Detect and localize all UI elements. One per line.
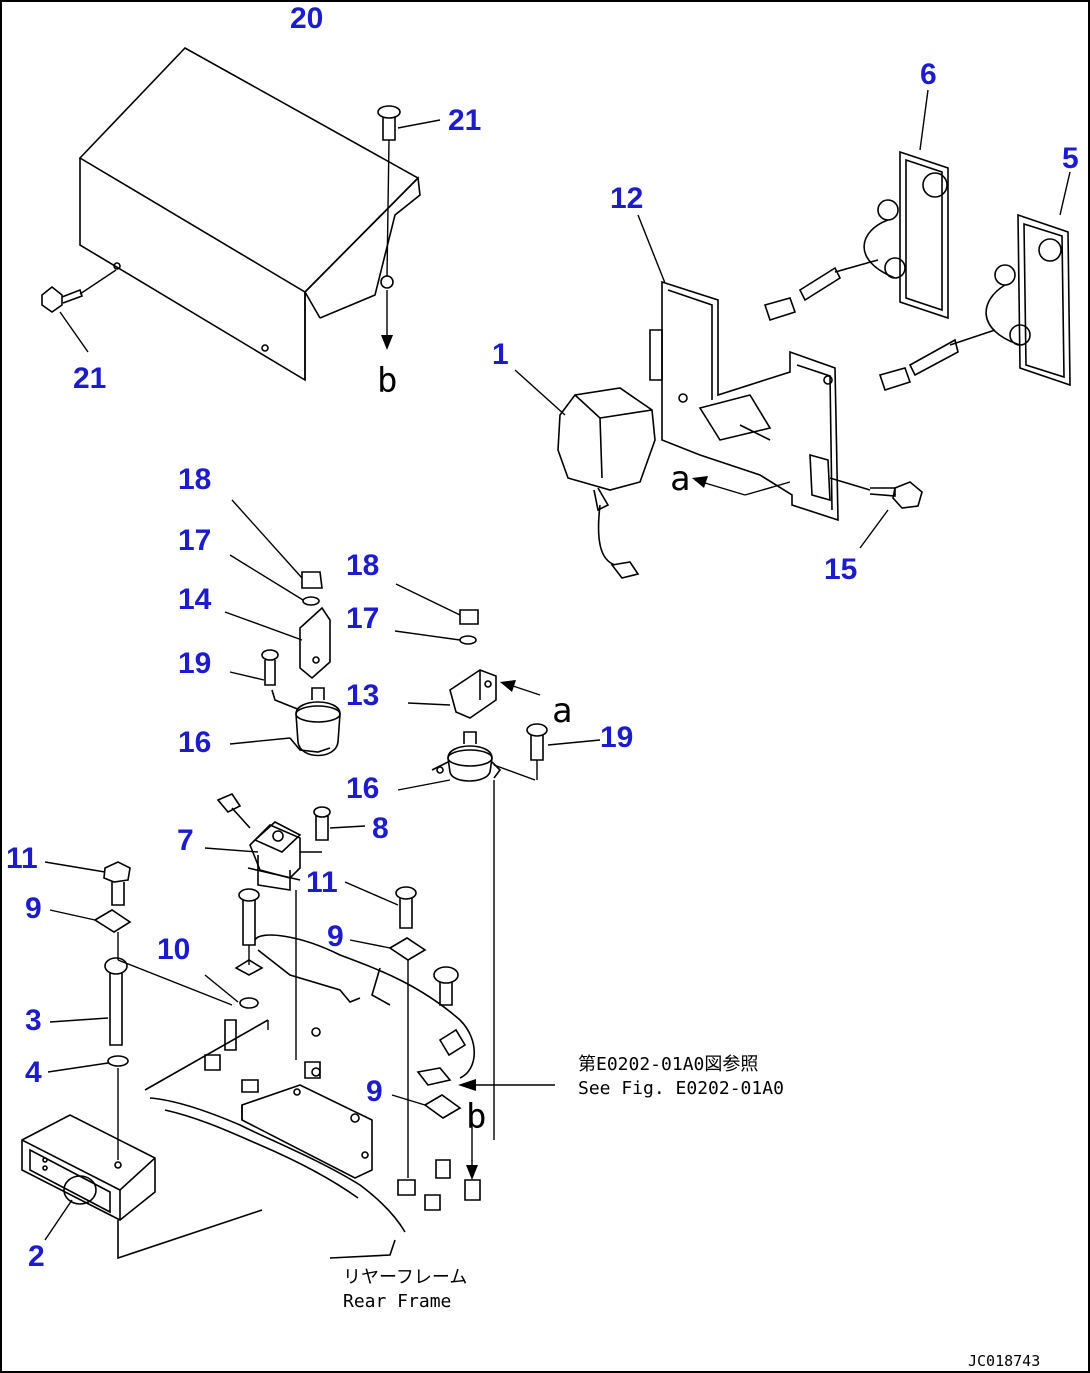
arrow-a-right — [692, 476, 791, 496]
reflector-part-5 — [878, 171, 1071, 392]
callout-11-left: 11 — [6, 842, 38, 875]
lamp-part-1 — [514, 369, 656, 579]
bolt-stack-center — [204, 888, 264, 1093]
ref-b-bottom: b — [466, 1097, 486, 1137]
callout-21-left: 21 — [73, 362, 106, 395]
box-part-2 — [21, 1114, 263, 1260]
callout-labels: 20 21 21 6 5 12 1 15 18 17 14 19 16 18 1… — [6, 2, 1079, 1273]
callout-9-center: 9 — [327, 920, 344, 953]
bolt-stack-left — [44, 861, 233, 1160]
callout-18-right: 18 — [346, 549, 379, 582]
callout-14: 14 — [178, 583, 212, 616]
stud-cluster-right — [394, 583, 601, 1140]
callout-15: 15 — [824, 553, 857, 586]
callout-9-lower: 9 — [366, 1075, 383, 1108]
callout-5: 5 — [1062, 142, 1079, 175]
relay-part-7 — [204, 793, 302, 1060]
callout-13: 13 — [346, 679, 379, 712]
rear-frame — [144, 934, 555, 1259]
callout-16-left: 16 — [178, 726, 211, 759]
rear-frame-label-jp: リヤーフレーム — [343, 1267, 467, 1288]
ref-a-right: a — [670, 459, 690, 499]
drawing-code: JC018743 — [968, 1352, 1040, 1370]
bolt-8 — [300, 806, 366, 853]
callout-6: 6 — [920, 58, 937, 91]
callout-10: 10 — [157, 933, 190, 966]
callout-20: 20 — [290, 2, 323, 35]
callout-19-left: 19 — [178, 647, 211, 680]
ref-b-top: b — [377, 361, 397, 401]
reflector-part-6 — [763, 89, 949, 322]
callout-21-top: 21 — [448, 104, 481, 137]
callout-1: 1 — [492, 338, 509, 371]
callout-8: 8 — [372, 812, 389, 845]
see-fig-note-en: See Fig. E0202-01A0 — [578, 1078, 784, 1099]
callout-11-center: 11 — [306, 866, 338, 899]
callout-2: 2 — [28, 1240, 45, 1273]
callout-16-right: 16 — [346, 772, 379, 805]
callout-19-right: 19 — [600, 721, 633, 754]
callout-17-left: 17 — [178, 524, 211, 557]
rear-frame-label-en: Rear Frame — [343, 1291, 451, 1312]
bolt-stack-right — [344, 881, 481, 1211]
bolt-15 — [829, 477, 923, 549]
callout-4: 4 — [25, 1056, 42, 1089]
callout-17-right: 17 — [346, 602, 379, 635]
callout-9-left: 9 — [25, 892, 42, 925]
ref-a-center: a — [552, 691, 572, 731]
see-fig-note-jp: 第E0202-01A0図参照 — [578, 1054, 758, 1075]
callout-18-left: 18 — [178, 463, 211, 496]
cover-part-20 — [78, 46, 421, 382]
bolt-21-left — [41, 269, 117, 353]
callout-12: 12 — [610, 182, 643, 215]
stud-cluster-left — [224, 499, 341, 757]
reference-letters: b a a b — [377, 361, 690, 1137]
bolt-21-top — [377, 105, 441, 350]
notes: 第E0202-01A0図参照 See Fig. E0202-01A0 リヤーフレ… — [343, 1054, 1040, 1370]
bracket-part-12 — [637, 214, 839, 522]
callout-3: 3 — [25, 1004, 42, 1037]
callout-7: 7 — [177, 824, 194, 857]
